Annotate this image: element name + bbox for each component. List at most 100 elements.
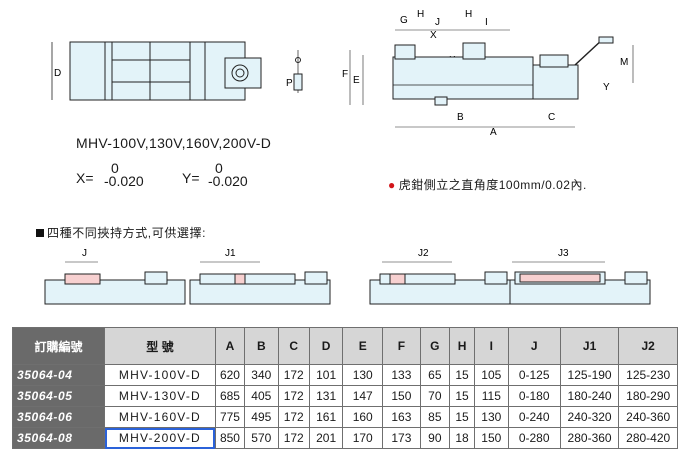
clamp-label-j: J bbox=[82, 248, 87, 259]
cell-order-number: 35064-08 bbox=[12, 427, 105, 449]
clamp-method-1: J bbox=[44, 248, 186, 305]
cell-b: 495 bbox=[244, 406, 279, 428]
tolerance-y-lower: -0.020 bbox=[208, 173, 248, 189]
cell-j2: 280-420 bbox=[618, 427, 678, 449]
cell-d: 201 bbox=[308, 427, 344, 449]
dim-label-a: A bbox=[490, 127, 497, 138]
clamp-method-2: J1 bbox=[189, 248, 331, 305]
cell-e: 170 bbox=[342, 427, 384, 449]
cell-f: 133 bbox=[382, 364, 421, 386]
plan-view-drawing: D bbox=[51, 41, 262, 101]
dim-label-j: J bbox=[435, 17, 440, 28]
dim-label-p: P bbox=[286, 78, 293, 89]
cell-e: 147 bbox=[342, 385, 384, 407]
clamp-label-j1: J1 bbox=[225, 248, 236, 259]
dim-label-h: H bbox=[417, 9, 424, 20]
header-c: C bbox=[277, 327, 310, 365]
header-h: H bbox=[448, 327, 476, 365]
header-b: B bbox=[244, 327, 279, 365]
header-e: E bbox=[342, 327, 384, 365]
tolerance-x-lower: -0.020 bbox=[104, 173, 144, 189]
cell-j1: 180-240 bbox=[559, 385, 620, 407]
cell-d: 101 bbox=[308, 364, 344, 386]
cell-h: 15 bbox=[448, 364, 476, 386]
table-header-row: 訂購編號 型 號 A B C D E F G H I J J1 J2 bbox=[12, 327, 678, 365]
cell-j1: 125-190 bbox=[559, 364, 620, 386]
dim-label-x: X bbox=[430, 30, 437, 41]
cell-a: 850 bbox=[214, 427, 246, 449]
cell-i: 105 bbox=[474, 364, 509, 386]
tolerance-x-label: X= bbox=[76, 170, 94, 186]
clamping-section-title: 四種不同挾持方式,可供選擇: bbox=[36, 224, 206, 241]
cell-f: 150 bbox=[382, 385, 421, 407]
cell-a: 620 bbox=[214, 364, 246, 386]
cell-d: 161 bbox=[308, 406, 344, 428]
cell-model[interactable]: MHV-200V-D bbox=[104, 427, 216, 449]
spec-table: 訂購編號 型 號 A B C D E F G H I J J1 J2 35064… bbox=[12, 327, 678, 449]
cell-g: 65 bbox=[419, 364, 450, 386]
header-d: D bbox=[308, 327, 344, 365]
tolerance-y-label: Y= bbox=[182, 170, 200, 186]
tolerance-x-upper: 0 bbox=[111, 160, 119, 176]
cell-j2: 240-360 bbox=[618, 406, 678, 428]
cell-f: 163 bbox=[382, 406, 421, 428]
cell-order-number: 35064-05 bbox=[12, 385, 105, 407]
cell-h: 15 bbox=[448, 385, 476, 407]
cell-c: 172 bbox=[277, 406, 310, 428]
cell-a: 775 bbox=[214, 406, 246, 428]
note-bullet-icon: ● bbox=[388, 178, 396, 192]
cell-model[interactable]: MHV-130V-D bbox=[104, 385, 216, 407]
dim-label-d: D bbox=[54, 68, 61, 79]
cell-j2: 125-230 bbox=[618, 364, 678, 386]
clamping-methods-drawing: J J1 J2 J3 bbox=[44, 248, 651, 305]
tolerance-x-values: 0 -0.020 bbox=[104, 160, 144, 189]
cell-i: 115 bbox=[474, 385, 509, 407]
cell-e: 160 bbox=[342, 406, 384, 428]
tolerance-y-upper: 0 bbox=[215, 160, 223, 176]
clamp-label-j3: J3 bbox=[558, 248, 569, 259]
cell-j: 0-180 bbox=[507, 385, 561, 407]
dim-label-h2: H bbox=[465, 9, 472, 20]
cell-c: 172 bbox=[277, 427, 310, 449]
dim-label-f: F bbox=[342, 69, 348, 80]
squareness-note: ●虎鉗側立之直角度100mm/0.02內. bbox=[388, 176, 587, 193]
dim-label-i: I bbox=[485, 17, 488, 28]
clamp-method-3: J2 bbox=[369, 248, 511, 305]
tolerance-y-values: 0 -0.020 bbox=[208, 160, 248, 189]
clamp-method-4: J3 bbox=[509, 248, 651, 305]
cell-j: 0-240 bbox=[507, 406, 561, 428]
note-text: 虎鉗側立之直角度100mm/0.02內. bbox=[398, 178, 587, 192]
cell-f: 173 bbox=[382, 427, 421, 449]
cell-j1: 280-360 bbox=[559, 427, 620, 449]
cell-j: 0-280 bbox=[507, 427, 561, 449]
header-j2: J2 bbox=[618, 327, 678, 365]
header-model: 型 號 bbox=[104, 327, 216, 365]
cell-i: 130 bbox=[474, 406, 509, 428]
side-view-drawing: G H J H I X K N B A C F E M Y bbox=[342, 9, 634, 138]
cell-g: 70 bbox=[419, 385, 450, 407]
header-j: J bbox=[507, 327, 561, 365]
cell-model[interactable]: MHV-100V-D bbox=[104, 364, 216, 386]
cell-order-number: 35064-06 bbox=[12, 406, 105, 428]
tolerance-x: X= 0 -0.020 bbox=[76, 160, 166, 192]
cell-i: 150 bbox=[474, 427, 509, 449]
cell-h: 18 bbox=[448, 427, 476, 449]
header-i: I bbox=[474, 327, 509, 365]
cell-b: 570 bbox=[244, 427, 279, 449]
header-j1: J1 bbox=[559, 327, 620, 365]
cell-j2: 180-290 bbox=[618, 385, 678, 407]
dim-label-b: B bbox=[457, 112, 464, 123]
p-detail-drawing: P bbox=[286, 50, 303, 93]
clamp-label-j2: J2 bbox=[418, 248, 429, 259]
header-order-number: 訂購編號 bbox=[12, 327, 105, 365]
section-title-text: 四種不同挾持方式,可供選擇: bbox=[47, 226, 207, 240]
dim-label-m: M bbox=[620, 57, 628, 68]
dim-label-c: C bbox=[548, 112, 555, 123]
header-a: A bbox=[214, 327, 246, 365]
cell-j: 0-125 bbox=[507, 364, 561, 386]
cell-c: 172 bbox=[277, 364, 310, 386]
cell-model[interactable]: MHV-160V-D bbox=[104, 406, 216, 428]
cell-b: 405 bbox=[244, 385, 279, 407]
